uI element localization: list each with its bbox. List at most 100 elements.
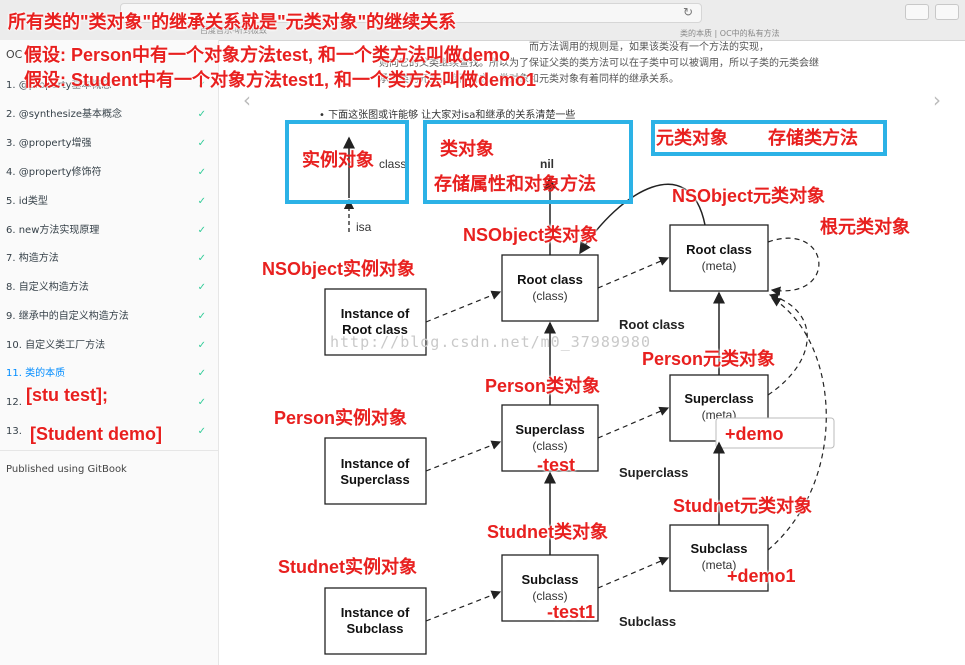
- sidebar-item[interactable]: 9. 继承中的自定义构造方法 ✓: [6, 307, 212, 327]
- sub-meta-box: [669, 524, 769, 592]
- bullet-text: 下面这张图或许能够 让大家对isa和继承的关系清楚一些: [328, 110, 576, 121]
- sidebar-item[interactable]: 5. id类型 ✓: [6, 192, 212, 212]
- sidebar-item-label: 4. @property修饰符: [6, 167, 102, 178]
- tooltip-box: [715, 417, 835, 449]
- check-icon: ✓: [197, 196, 206, 207]
- annotation-stu-test: [stu test];: [26, 385, 108, 405]
- check-icon: ✓: [197, 225, 206, 236]
- annotation-student-demo: [Student demo]: [30, 424, 162, 444]
- main-content: 而方法调用的规则是，如果该类没有一个方法的实现， 则向它的父类继续查找。所以为了…: [219, 40, 965, 665]
- annotation-person-meta: Person元类对象: [642, 349, 776, 369]
- sidebar-item[interactable]: 10. 自定义类工厂方法 ✓: [6, 336, 212, 356]
- check-icon: ✓: [197, 80, 206, 91]
- legend-isa-text: isa: [356, 220, 372, 234]
- super-class-line2: (class): [532, 439, 567, 453]
- root-meta-self-isa: [767, 237, 820, 296]
- check-icon: ✓: [197, 311, 206, 322]
- sidebar-item[interactable]: 7. 构造方法 ✓: [6, 249, 212, 269]
- sidebar-item[interactable]: 4. @property修饰符 ✓: [6, 163, 212, 183]
- sidebar-item-label: 5. id类型: [6, 196, 48, 207]
- sidebar-item-label: 8. 自定义构造方法: [6, 282, 89, 293]
- check-icon: ✓: [197, 426, 206, 437]
- para-line: 则向它的父类继续查找。所以为了保证父类的类方法可以在子类中可以被调用，所以子类的…: [379, 58, 819, 69]
- sidebar-item[interactable]: 8. 自定义构造方法 ✓: [6, 278, 212, 298]
- annotation-nsobject-meta: NSObject元类对象: [672, 186, 826, 206]
- sidebar-item[interactable]: 13. ✓: [6, 422, 212, 442]
- instance-sub-line2: Subclass: [346, 621, 403, 636]
- sub-meta-line1: Subclass: [690, 541, 747, 556]
- content-paragraph: 而方法调用的规则是，如果该类没有一个方法的实现， 则向它的父类继续查找。所以为了…: [379, 40, 899, 88]
- super-meta-isa-root: [767, 292, 808, 396]
- para-line: 而方法调用的规则是，如果该类没有一个方法的实现，: [529, 42, 769, 53]
- annotation-method-test: -test: [537, 455, 576, 475]
- class-legend-highlight: [423, 120, 633, 204]
- sub-meta-line2: (meta): [702, 558, 737, 572]
- instance-sub-line1: Instance of: [341, 605, 410, 620]
- sidebar-item-label: 10. 自定义类工厂方法: [6, 340, 106, 351]
- isa-arrow-root: [425, 290, 502, 323]
- check-icon: ✓: [197, 167, 206, 178]
- sidebar-item[interactable]: 12.✓: [6, 393, 212, 413]
- sidebar-item[interactable]: 3. @property增强✓: [6, 134, 212, 154]
- sidebar-item[interactable]: 2. @synthesize基本概念✓: [6, 105, 212, 125]
- sidebar-item[interactable]: 6. new方法实现原理 ✓: [6, 221, 212, 241]
- check-icon: ✓: [197, 340, 206, 351]
- reload-icon[interactable]: ↻: [682, 5, 693, 19]
- root-class-line2: (class): [532, 289, 567, 303]
- next-page-icon[interactable]: ›: [933, 88, 941, 112]
- sidebar-title: OC: [6, 48, 23, 61]
- watermark-text: http://blog.csdn.net/m0_37989980: [330, 333, 651, 351]
- prev-page-icon[interactable]: ‹: [243, 88, 251, 112]
- sidebar-item-active[interactable]: 11. 类的本质✓: [6, 364, 212, 384]
- row-label-super: Superclass: [619, 465, 688, 480]
- annotation-method-test1: -test1: [547, 602, 596, 622]
- root-class-line1: Root class: [517, 272, 583, 287]
- nil-label: nil: [540, 157, 554, 171]
- check-icon: ✓: [197, 397, 206, 408]
- instance-root-box: [324, 288, 427, 356]
- annotation-class-object-store: 存储属性和对象方法: [434, 174, 596, 194]
- check-icon: ✓: [197, 109, 206, 120]
- sidebar-item-label: 13.: [6, 426, 22, 437]
- annotation-instance-object: 实例对象: [302, 150, 374, 170]
- check-icon: ✓: [197, 282, 206, 293]
- annotation-assume-student: 假设: Student中有一个对象方法test1, 和一个类方法叫做demo1: [24, 70, 537, 90]
- isa-arrow-root-meta: [597, 256, 670, 289]
- sub-class-line1: Subclass: [521, 572, 578, 587]
- isa-arrow-sub: [425, 590, 502, 622]
- isa-arrow-sub-meta: [597, 556, 670, 589]
- super-class-line1: Superclass: [515, 422, 584, 437]
- published-link[interactable]: Published using GitBook: [6, 464, 127, 475]
- address-bar[interactable]: ↻: [120, 3, 702, 23]
- annotation-student-class: Studnet类对象: [487, 522, 608, 542]
- sidebar-item-label: 9. 继承中的自定义构造方法: [6, 311, 129, 322]
- check-icon: ✓: [197, 368, 206, 379]
- browser-tab-current[interactable]: 类的本质 | OC中的私有方法: [680, 29, 780, 38]
- annotation-meta-object: 元类对象: [656, 128, 728, 148]
- row-label-sub: Subclass: [619, 614, 676, 629]
- browser-tab-music[interactable]: 百度音乐-听到极致: [200, 26, 267, 35]
- super-meta-line1: Superclass: [684, 391, 753, 406]
- share-button[interactable]: [905, 4, 929, 20]
- annotation-method-demo1: +demo1: [727, 566, 796, 586]
- check-icon: ✓: [197, 138, 206, 149]
- root-meta-line2: (meta): [702, 259, 737, 273]
- sidebar-item-label: 6. new方法实现原理: [6, 225, 100, 236]
- sidebar-item[interactable]: 1. @property基本概念✓: [6, 76, 212, 96]
- annotation-student-meta: Studnet元类对象: [673, 496, 812, 516]
- check-icon: ✓: [197, 253, 206, 264]
- bullet-item: • 下面这张图或许能够 让大家对isa和继承的关系清楚一些: [319, 110, 576, 121]
- instance-sub-box: [324, 587, 427, 655]
- annotation-method-demo: +demo: [725, 424, 784, 444]
- annotation-student-instance: Studnet实例对象: [278, 557, 417, 577]
- instance-super-line1: Instance of: [341, 456, 410, 471]
- annotation-person-instance: Person实例对象: [274, 408, 408, 428]
- sidebar-item-label: 7. 构造方法: [6, 253, 59, 264]
- sub-class-line2: (class): [532, 589, 567, 603]
- tabs-button[interactable]: [935, 4, 959, 20]
- annotation-headline: 所有类的"类对象"的继承关系就是"元类对象"的继续关系: [8, 12, 457, 32]
- sub-class-box: [501, 554, 599, 622]
- sidebar: OC 1. @property基本概念✓ 2. @synthesize基本概念✓…: [0, 40, 219, 665]
- root-meta-box: [669, 224, 769, 292]
